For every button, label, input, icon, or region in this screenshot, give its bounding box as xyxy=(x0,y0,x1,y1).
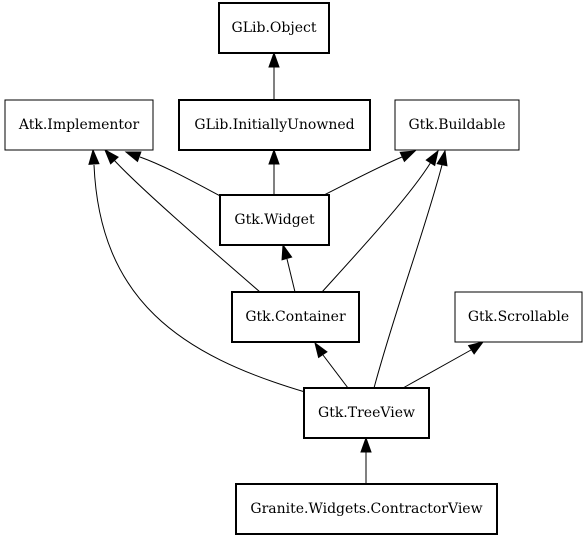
arrow-head xyxy=(436,149,448,167)
edge-line xyxy=(322,354,349,389)
node-label-gtk-treeview: Gtk.TreeView xyxy=(318,405,415,421)
edge-granite-contractorview-to-gtk-treeview xyxy=(360,436,372,484)
node-granite-contractorview[interactable]: Granite.Widgets.ContractorView xyxy=(235,483,498,535)
edge-line xyxy=(317,156,403,199)
edge-gtk-treeview-to-atk-implementor xyxy=(88,148,306,393)
edge-gtk-treeview-to-gtk-container xyxy=(314,341,349,389)
edge-line xyxy=(286,258,296,293)
edge-gtk-container-to-gtk-widget xyxy=(281,243,296,293)
edge-line xyxy=(93,164,306,393)
node-gtk-scrollable[interactable]: Gtk.Scrollable xyxy=(454,291,583,343)
node-label-glib-initially-unowned: GLib.InitiallyUnowned xyxy=(194,117,354,133)
node-label-gtk-widget: Gtk.Widget xyxy=(234,212,315,228)
node-label-atk-implementor: Atk.Implementor xyxy=(18,117,140,133)
edge-gtk-widget-to-glib-initially-unowned xyxy=(268,148,280,195)
arrow-head xyxy=(314,341,328,359)
edge-gtk-container-to-gtk-buildable xyxy=(321,149,439,293)
arrow-head xyxy=(268,148,280,165)
arrow-head xyxy=(360,436,372,453)
edge-line xyxy=(113,159,261,293)
node-gtk-treeview[interactable]: Gtk.TreeView xyxy=(303,387,430,439)
node-label-glib-object: GLib.Object xyxy=(232,20,317,36)
arrow-head xyxy=(425,149,439,167)
node-gtk-widget[interactable]: Gtk.Widget xyxy=(219,194,330,246)
edge-line xyxy=(402,349,472,389)
arrow-head xyxy=(88,148,100,165)
edge-line xyxy=(139,156,225,199)
node-label-granite-contractorview: Granite.Widgets.ContractorView xyxy=(250,501,482,517)
node-glib-initially-unowned[interactable]: GLib.InitiallyUnowned xyxy=(178,99,371,151)
arrow-head xyxy=(124,151,142,163)
edge-gtk-container-to-atk-implementor xyxy=(104,148,261,293)
edge-line xyxy=(321,161,432,293)
node-label-gtk-container: Gtk.Container xyxy=(245,309,346,325)
node-label-gtk-buildable: Gtk.Buildable xyxy=(408,117,505,133)
node-label-gtk-scrollable: Gtk.Scrollable xyxy=(468,309,569,325)
edge-gtk-treeview-to-gtk-scrollable xyxy=(402,341,485,389)
node-gtk-container[interactable]: Gtk.Container xyxy=(231,291,360,343)
edges-layer xyxy=(88,51,485,484)
arrow-head xyxy=(268,51,280,68)
nodes-layer: GLib.Object Atk.Implementor GLib.Initial… xyxy=(4,2,583,535)
edge-gtk-widget-to-gtk-buildable xyxy=(317,150,417,199)
arrow-head xyxy=(467,341,485,355)
arrow-head xyxy=(399,150,417,163)
edge-line xyxy=(373,164,443,389)
node-gtk-buildable[interactable]: Gtk.Buildable xyxy=(394,99,520,151)
edge-glib-initially-unowned-to-glib-object xyxy=(268,51,280,100)
arrow-head xyxy=(281,243,293,261)
arrow-head xyxy=(104,148,119,165)
edge-gtk-widget-to-atk-implementor xyxy=(124,151,225,199)
node-glib-object[interactable]: GLib.Object xyxy=(218,2,330,54)
edge-gtk-treeview-to-gtk-buildable xyxy=(373,149,448,389)
node-atk-implementor[interactable]: Atk.Implementor xyxy=(4,99,154,151)
